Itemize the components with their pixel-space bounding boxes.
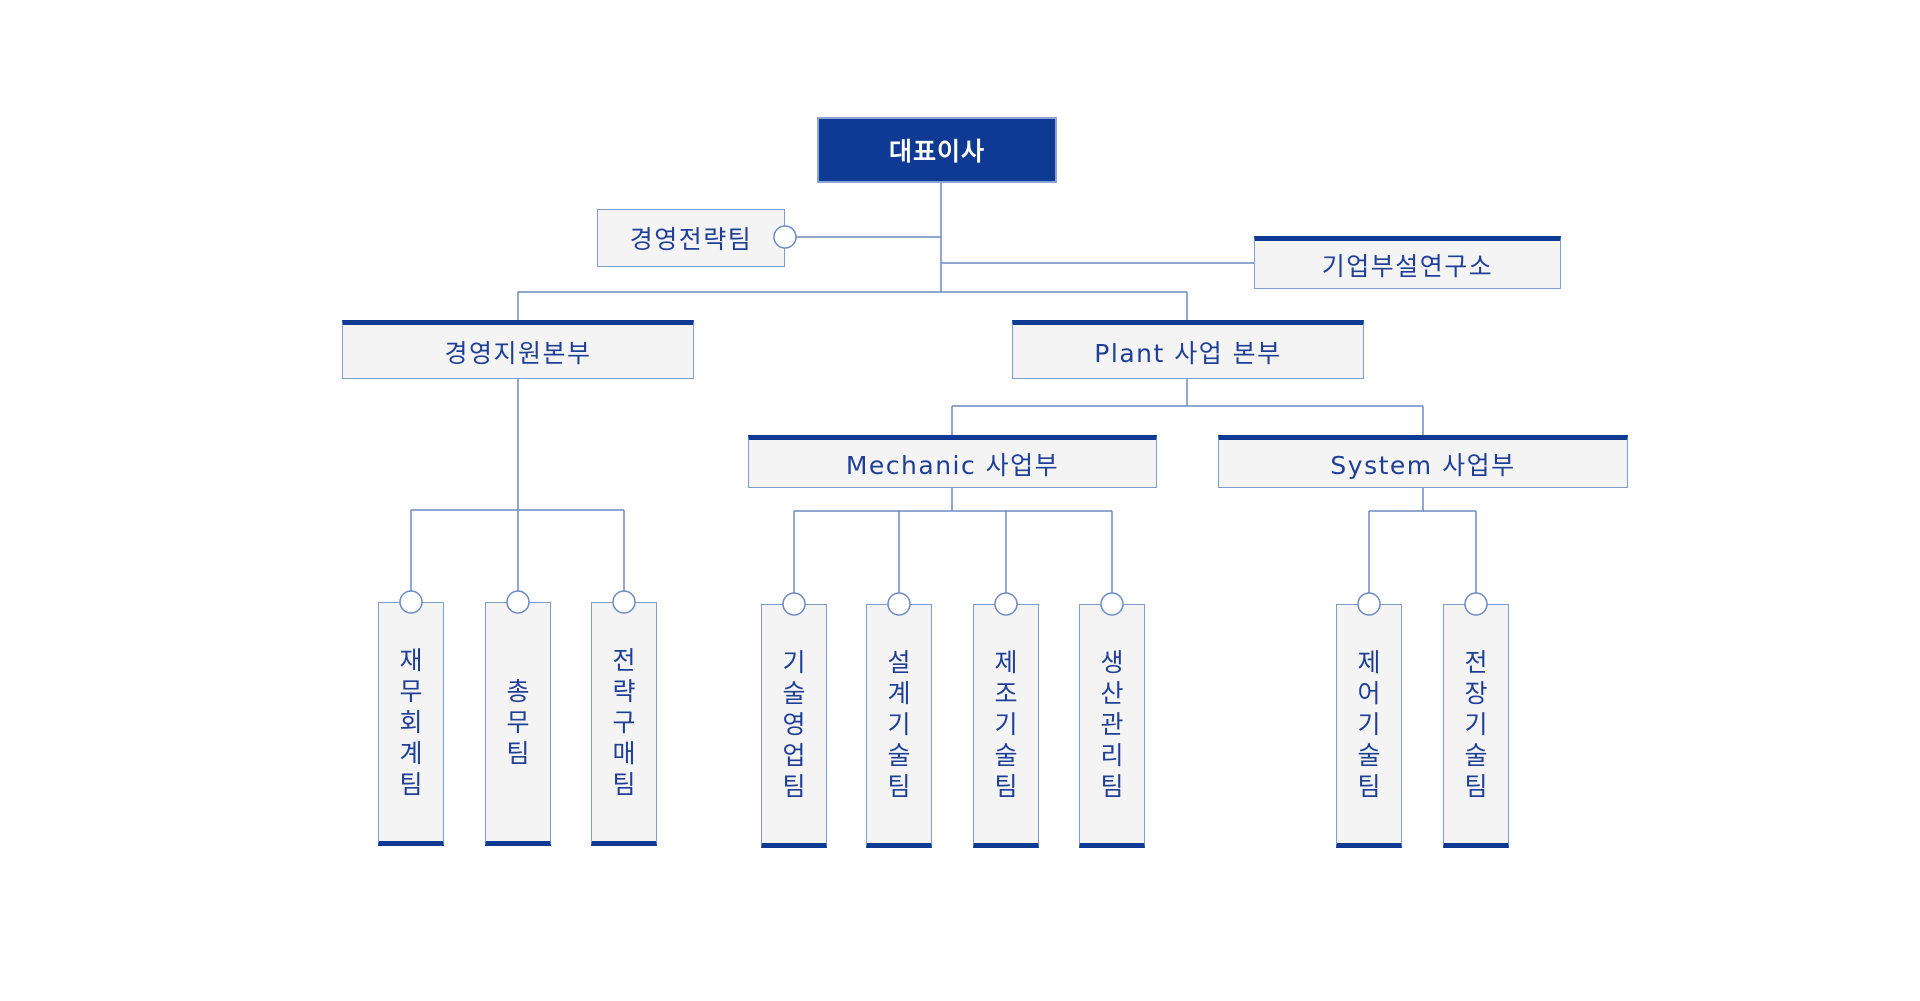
research-lab-label: 기업부설연구소 (1321, 251, 1494, 281)
plant-division-box: Plant 사업 본부 (1012, 320, 1364, 379)
team-box: 총무팀 (485, 602, 551, 846)
team-box: 전략구매팀 (591, 602, 657, 846)
team-box: 제어기술팀 (1336, 604, 1402, 848)
research-lab-box: 기업부설연구소 (1254, 236, 1561, 289)
team-box: 재무회계팀 (378, 602, 444, 846)
ceo-label: 대표이사 (888, 137, 985, 166)
team-label: 생산관리팀 (1100, 647, 1124, 801)
mechanic-unit-label: Mechanic 사업부 (845, 450, 1060, 480)
strategy-team-label: 경영전략팀 (629, 225, 753, 254)
ceo-box: 대표이사 (817, 117, 1057, 183)
team-box: 기술영업팀 (761, 604, 827, 848)
team-box: 설계기술팀 (866, 604, 932, 848)
management-division-box: 경영지원본부 (342, 320, 694, 379)
plant-division-label: Plant 사업 본부 (1094, 338, 1282, 368)
system-unit-label: System 사업부 (1330, 450, 1516, 480)
team-label: 전장기술팀 (1464, 647, 1488, 801)
team-box: 제조기술팀 (973, 604, 1039, 848)
team-label: 총무팀 (506, 676, 530, 768)
team-label: 전략구매팀 (612, 645, 636, 799)
strategy-team-box: 경영전략팀 (597, 209, 785, 267)
team-label: 설계기술팀 (887, 647, 911, 801)
mechanic-unit-box: Mechanic 사업부 (748, 435, 1157, 488)
management-division-label: 경영지원본부 (444, 338, 592, 368)
system-unit-box: System 사업부 (1218, 435, 1628, 488)
team-label: 기술영업팀 (782, 647, 806, 801)
team-label: 제조기술팀 (994, 647, 1018, 801)
team-label: 재무회계팀 (399, 645, 423, 799)
team-label: 제어기술팀 (1357, 647, 1381, 801)
team-box: 전장기술팀 (1443, 604, 1509, 848)
team-box: 생산관리팀 (1079, 604, 1145, 848)
